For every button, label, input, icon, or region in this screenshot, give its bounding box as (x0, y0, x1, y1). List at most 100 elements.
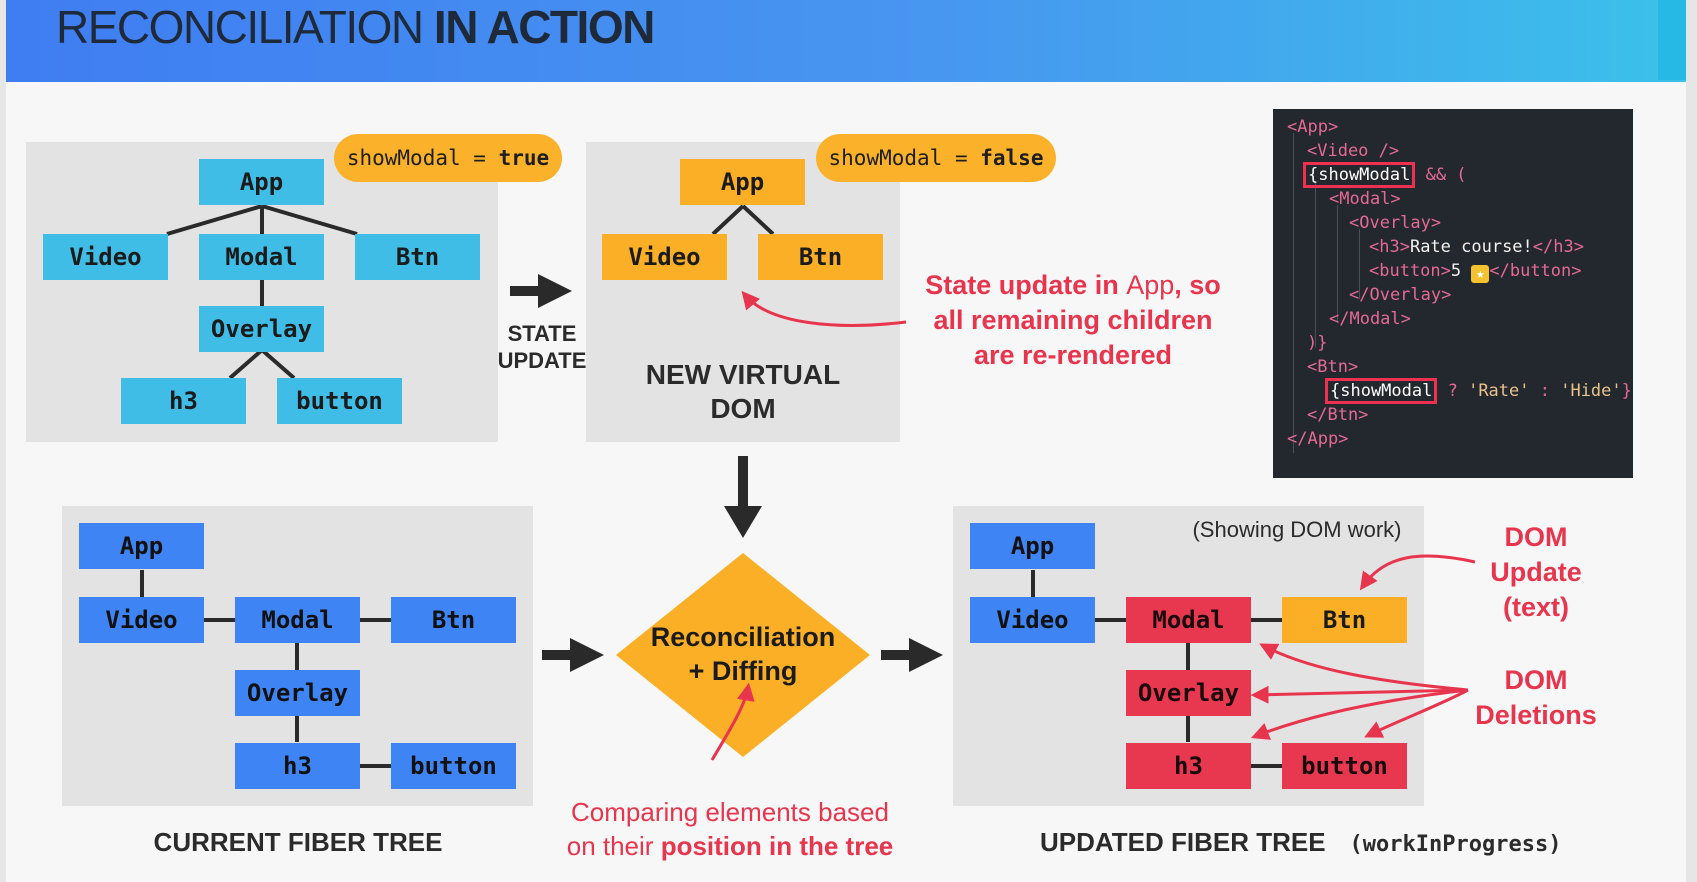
annotation-line2-text: all remaining children (933, 305, 1213, 335)
updated-node-video: Video (970, 597, 1095, 643)
code-line-13: </Btn> (1307, 403, 1368, 427)
annotation-line3-text: are re-rendered (973, 340, 1173, 370)
star-emoji-icon: ★ (1471, 265, 1490, 283)
indent-guide (1315, 181, 1316, 347)
code-line-10: )} (1307, 331, 1327, 355)
annotation-line1-b: App (1126, 270, 1175, 300)
code-line-1-tag: <App> (1287, 117, 1339, 137)
pill-op: = (460, 146, 499, 170)
show-modal-false-pill: showModal = false (816, 134, 1056, 182)
updated-node-app: App (970, 523, 1095, 569)
updated-node-button: button (1282, 743, 1407, 789)
compare-note: Comparing elements based on their positi… (550, 795, 910, 863)
fiber-node-h3: h3 (235, 743, 360, 789)
pill-var-2: showModal (828, 146, 943, 170)
fiber-node-modal: Modal (235, 597, 360, 643)
pill-value-2: false (980, 146, 1044, 170)
diffing-label: Reconciliation+ Diffing (618, 620, 868, 688)
dom-deletions-annotation: DOM Deletions (1466, 663, 1606, 733)
code-line-6: <h3>Rate course!</h3> (1369, 235, 1584, 259)
code-line-13-tag: </Btn> (1307, 405, 1369, 425)
dom-deletions-line1: DOM (1504, 665, 1568, 695)
compare-note-line1: Comparing elements based (571, 797, 889, 827)
updated-fiber-label-text: UPDATED FIBER TREE (1040, 827, 1326, 857)
code-line-5: <Overlay> (1349, 211, 1441, 235)
show-modal-highlight-1: {showModal (1303, 162, 1416, 188)
code-line-7-text: 5 (1450, 261, 1472, 281)
code-line-4-tag: <Modal> (1329, 189, 1401, 209)
code-line-14-tag: </App> (1287, 429, 1349, 449)
show-modal-true-pill: showModal = true (334, 134, 562, 182)
updated-fiber-label: UPDATED FIBER TREE (workInProgress) (1040, 826, 1600, 861)
code-line-11: <Btn> (1307, 355, 1358, 379)
code-line-6-close: </h3> (1532, 237, 1584, 257)
title-bar (6, 0, 1686, 82)
compare-note-line2: on their position in the tree (550, 829, 910, 863)
updated-fiber-edges (1031, 570, 1282, 768)
annotation-line1: State update in App, so (908, 268, 1238, 303)
code-line-14: </App> (1287, 427, 1348, 451)
state-update-line2: UPDATE (497, 348, 587, 373)
code-line-8: </Overlay> (1349, 283, 1451, 307)
updated-node-modal: Modal (1126, 597, 1251, 643)
show-modal-highlight-2: {showModal (1325, 378, 1438, 404)
code-line-12-b: 'Hide' (1560, 381, 1622, 401)
code-line-9-tag: </Modal> (1329, 309, 1411, 329)
title-emphasis: IN ACTION (433, 1, 655, 53)
code-line-6-text: Rate course! (1409, 237, 1533, 257)
vdom-node-btn: Btn (758, 234, 883, 280)
code-line-6-open: <h3> (1369, 237, 1410, 257)
code-line-12: {showModal ? 'Rate' : 'Hide'} (1325, 378, 1632, 404)
code-line-4: <Modal> (1329, 187, 1401, 211)
code-line-7-close: </button> (1489, 261, 1582, 281)
code-line-8-tag: </Overlay> (1349, 285, 1452, 305)
state-update-line1: STATE (507, 321, 577, 346)
pill-value: true (498, 146, 550, 170)
state-update-annotation: State update in App, so all remaining ch… (908, 268, 1238, 373)
code-line-1: <App> (1287, 115, 1338, 139)
code-line-7: <button>5 ★</button> (1369, 259, 1582, 283)
compare-note-line2-b: position in the tree (660, 831, 894, 861)
fiber-node-btn: Btn (391, 597, 516, 643)
fiber-node-button: button (391, 743, 516, 789)
dom-work-note: (Showing DOM work) (1192, 517, 1402, 542)
code-line-12-q: ? (1437, 381, 1469, 401)
pill-op-2: = (942, 146, 981, 170)
jsx-code-block: <App> <Video /> {showModal && ( <Modal> … (1273, 109, 1633, 478)
code-line-9: </Modal> (1329, 307, 1411, 331)
dom-update-line1: DOM (1504, 522, 1568, 552)
new-vdom-label-line1: NEW VIRTUAL (645, 359, 841, 390)
vdom-node-app: App (680, 159, 805, 205)
code-line-3: {showModal && ( (1303, 162, 1467, 188)
react-node-app: App (199, 159, 324, 205)
updated-node-h3: h3 (1126, 743, 1251, 789)
fiber-node-video: Video (79, 597, 204, 643)
slide-title: RECONCILIATION IN ACTION (56, 1, 655, 53)
dom-update-annotation: DOM Update (text) (1476, 520, 1596, 625)
dom-deletions-line2: Deletions (1475, 700, 1597, 730)
title-bar-edge (1658, 0, 1686, 80)
fiber-node-app: App (79, 523, 204, 569)
code-line-11-tag: <Btn> (1307, 357, 1359, 377)
current-fiber-edges (140, 570, 391, 768)
pill-var: showModal (346, 146, 461, 170)
annotation-line3: are re-rendered (908, 338, 1238, 373)
dom-update-line3: (text) (1503, 592, 1569, 622)
dom-update-line2: Update (1490, 557, 1582, 587)
updated-node-overlay: Overlay (1126, 670, 1251, 716)
annotation-line1-c: , so (1174, 270, 1221, 300)
code-line-2: <Video /> (1307, 139, 1399, 163)
diffing-line1: Reconciliation (650, 622, 836, 652)
indent-guide (1359, 229, 1360, 299)
code-line-5-tag: <Overlay> (1349, 213, 1442, 233)
vdom-node-video: Video (602, 234, 727, 280)
code-line-7-open: <button> (1369, 261, 1451, 281)
work-in-progress-label: (workInProgress) (1349, 832, 1562, 857)
fiber-node-overlay: Overlay (235, 670, 360, 716)
annotation-arrows (710, 290, 1476, 761)
code-line-12-end: } (1621, 381, 1632, 401)
